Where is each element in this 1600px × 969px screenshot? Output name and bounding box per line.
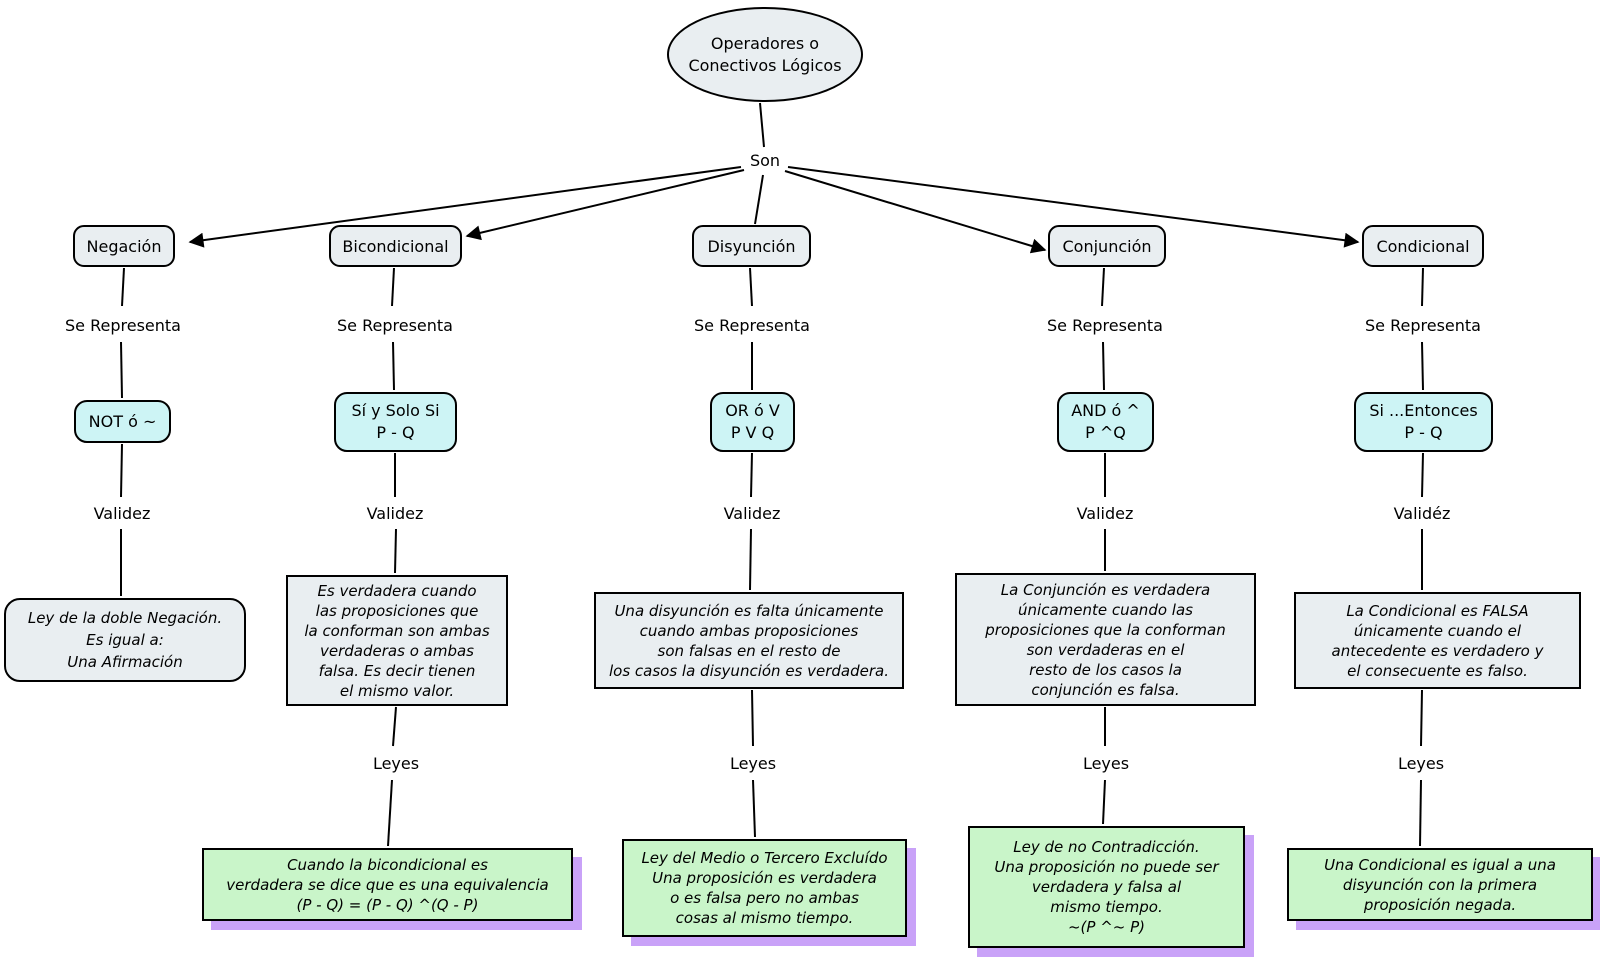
validez-node-condicional: La Condicional es FALSA únicamente cuand…: [1294, 592, 1581, 689]
validez-label-disyuncion: Validez: [723, 504, 781, 523]
symbol-node-negacion: NOT ó ~: [74, 400, 171, 443]
branch-node-condicional: Condicional: [1362, 225, 1484, 267]
son-link-label: Son: [749, 151, 781, 170]
validez-node-conjuncion: La Conjunción es verdadera únicamente cu…: [955, 573, 1256, 706]
validez-node-bicondicional: Es verdadera cuando las proposiciones qu…: [286, 575, 508, 706]
validez-label-negacion: Validez: [93, 504, 151, 523]
validez-label-condicional: Validéz: [1393, 504, 1451, 523]
leyes-label-bicondicional: Leyes: [372, 754, 420, 773]
validez-label-bicondicional: Validez: [366, 504, 424, 523]
leyes-node-disyuncion: Ley del Medio o Tercero Excluído Una pro…: [622, 839, 907, 937]
symbol-node-conjuncion: AND ó ^ P ^Q: [1057, 392, 1154, 452]
representa-label-bicondicional: Se Representa: [337, 316, 453, 335]
leyes-node-conjuncion: Ley de no Contradicción. Una proposición…: [968, 826, 1245, 948]
validez-node-negacion: Ley de la doble Negación. Es igual a: Un…: [4, 598, 246, 682]
validez-node-disyuncion: Una disyunción es falta únicamente cuand…: [594, 592, 904, 689]
leyes-node-condicional: Una Condicional es igual a una disyunció…: [1287, 848, 1593, 921]
leyes-label-disyuncion: Leyes: [729, 754, 777, 773]
symbol-node-condicional: Si ...Entonces P - Q: [1354, 392, 1493, 452]
branch-node-disyuncion: Disyunción: [692, 225, 811, 267]
representa-label-disyuncion: Se Representa: [694, 316, 810, 335]
validez-label-conjuncion: Validez: [1076, 504, 1134, 523]
branch-node-bicondicional: Bicondicional: [329, 225, 462, 267]
root-node: Operadores o Conectivos Lógicos: [667, 7, 863, 102]
representa-label-condicional: Se Representa: [1365, 316, 1481, 335]
leyes-label-condicional: Leyes: [1397, 754, 1445, 773]
representa-label-conjuncion: Se Representa: [1047, 316, 1163, 335]
symbol-node-bicondicional: Sí y Solo Si P - Q: [334, 392, 457, 452]
branch-node-negacion: Negación: [73, 225, 175, 267]
branch-node-conjuncion: Conjunción: [1048, 225, 1166, 267]
leyes-label-conjuncion: Leyes: [1082, 754, 1130, 773]
representa-label-negacion: Se Representa: [65, 316, 181, 335]
symbol-node-disyuncion: OR ó V P V Q: [710, 392, 795, 452]
leyes-node-bicondicional: Cuando la bicondicional es verdadera se …: [202, 848, 573, 921]
